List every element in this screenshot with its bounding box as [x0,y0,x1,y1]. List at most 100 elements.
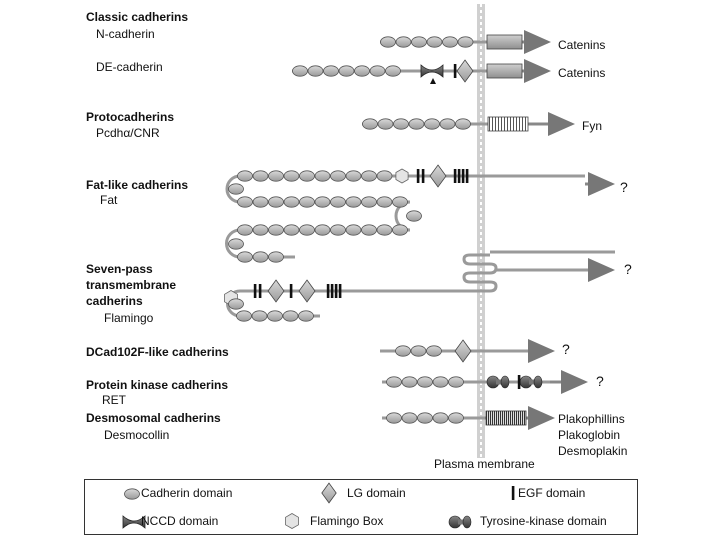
cadherin-domain [268,251,284,263]
flamingo-lg-domain-1 [267,279,285,303]
cadherin-domain [228,238,244,250]
cadherin-domain [252,196,269,208]
family-title-classic: Classic cadherins [86,10,189,24]
cadherin-domain [228,183,244,195]
legend-label-cadherin: Cadherin domain [141,486,233,500]
cadherin-domain [455,118,471,130]
cadherin-domain [268,170,284,182]
partner-fat: ? [620,179,628,195]
cadherin-domain [283,224,300,236]
egf-domain [453,169,457,183]
egf-domain [338,284,342,298]
flamingo-box [395,168,409,184]
cadherin-domain [298,310,314,322]
partner-desmo-3: Desmoplakin [558,444,628,458]
cadherin-domain [237,196,253,208]
member-desmocollin: Desmocollin [104,428,170,442]
cadherin-domain [299,170,315,182]
egf-domain [416,169,420,183]
cadherin-domain [361,196,377,208]
legend-nccd-icon [122,515,146,529]
cadherin-domain [252,224,269,236]
legend-cadherin-icon [124,488,140,500]
cadherin-domain [376,196,393,208]
cadherin-domain [439,118,456,130]
cadherin-domain [432,412,449,424]
cadherin-domain [330,196,346,208]
legend-tyrosine-kinase-icon [448,515,472,529]
family-title-protein-kinase: Protein kinase cadherins [86,378,229,392]
cadherin-domain [426,36,443,48]
family-title-seven-pass-line1: Seven-pass [86,262,153,276]
partner-ncad: Catenins [558,38,606,52]
egf-domain [330,284,334,298]
flamingo-seven-pass-loops [462,253,498,293]
cadherin-domain [442,36,458,48]
tk-neck [458,519,466,525]
family-title-seven-pass-line3: cadherins [86,294,143,308]
legend-egf-icon [511,486,515,500]
cadherin-domain [395,345,411,357]
egf-domain [258,284,262,298]
cadherin-domain [376,170,393,182]
cadherin-domain [377,118,394,130]
cadherin-domain [386,412,402,424]
partner-desmo-2: Plakoglobin [558,428,621,442]
cadherin-domain [323,65,339,77]
cadherin-domain [282,310,299,322]
cadherin-domain [237,251,253,263]
fat-bend-left-2 [225,228,241,259]
cadherin-domain [406,210,422,222]
cadherin-domain [408,118,425,130]
cadherin-domain [432,376,449,388]
cadherin-domain [426,345,442,357]
pcdh-cytoplasmic-box [487,116,529,132]
cadherin-domain [268,196,284,208]
cadherin-domain [330,170,346,182]
cadherin-domain [237,170,253,182]
cadherin-domain [299,224,315,236]
member-decadherin: DE-cadherin [96,60,163,74]
partner-dcad102f: ? [562,341,570,357]
family-title-dcad102f: DCad102F-like cadherins [86,345,229,359]
cadherin-domain [236,310,252,322]
cadherin-domain [252,170,269,182]
egf-domain [461,169,465,183]
cadherin-domain [385,65,401,77]
tk-lobe-right [462,515,472,529]
legend-label-tyrosine-kinase: Tyrosine-kinase domain [480,514,607,528]
cadherin-domain [252,251,269,263]
cadherin-domain [393,118,409,130]
cadherin-domain [283,196,300,208]
tk-lobe-right [533,375,543,389]
cadherin-domain [307,65,324,77]
cadherin-domain [457,36,474,48]
cadherin-domain [392,196,408,208]
cadherin-domain [376,224,393,236]
legend-label-flamingo-box: Flamingo Box [310,514,384,528]
cadherin-domain [345,170,362,182]
egf-domain [465,169,469,183]
cadherin-domain [292,65,308,77]
tk-lobe-right [500,375,510,389]
egf-domain [253,284,257,298]
family-title-seven-pass-line2: transmembrane [86,278,177,292]
cadherin-domain [386,376,402,388]
flamingo-lg-domain-2 [298,279,316,303]
cadherin-domain [338,65,355,77]
member-pcdh: Pcdhα/CNR [96,126,160,140]
cadherin-domain [410,345,427,357]
tk-neck [496,379,504,385]
desmo-cytoplasmic-box [485,410,527,426]
family-title-protocadherins: Protocadherins [86,110,175,124]
partner-ret: ? [596,373,604,389]
cadherin-domain [314,196,331,208]
cadherin-domain [314,170,331,182]
cadherin-domain [237,224,253,236]
partner-flamingo: ? [624,261,632,277]
cadherin-domain [424,118,440,130]
tyrosine-kinase-domain [486,375,510,389]
egf-domain [326,284,330,298]
